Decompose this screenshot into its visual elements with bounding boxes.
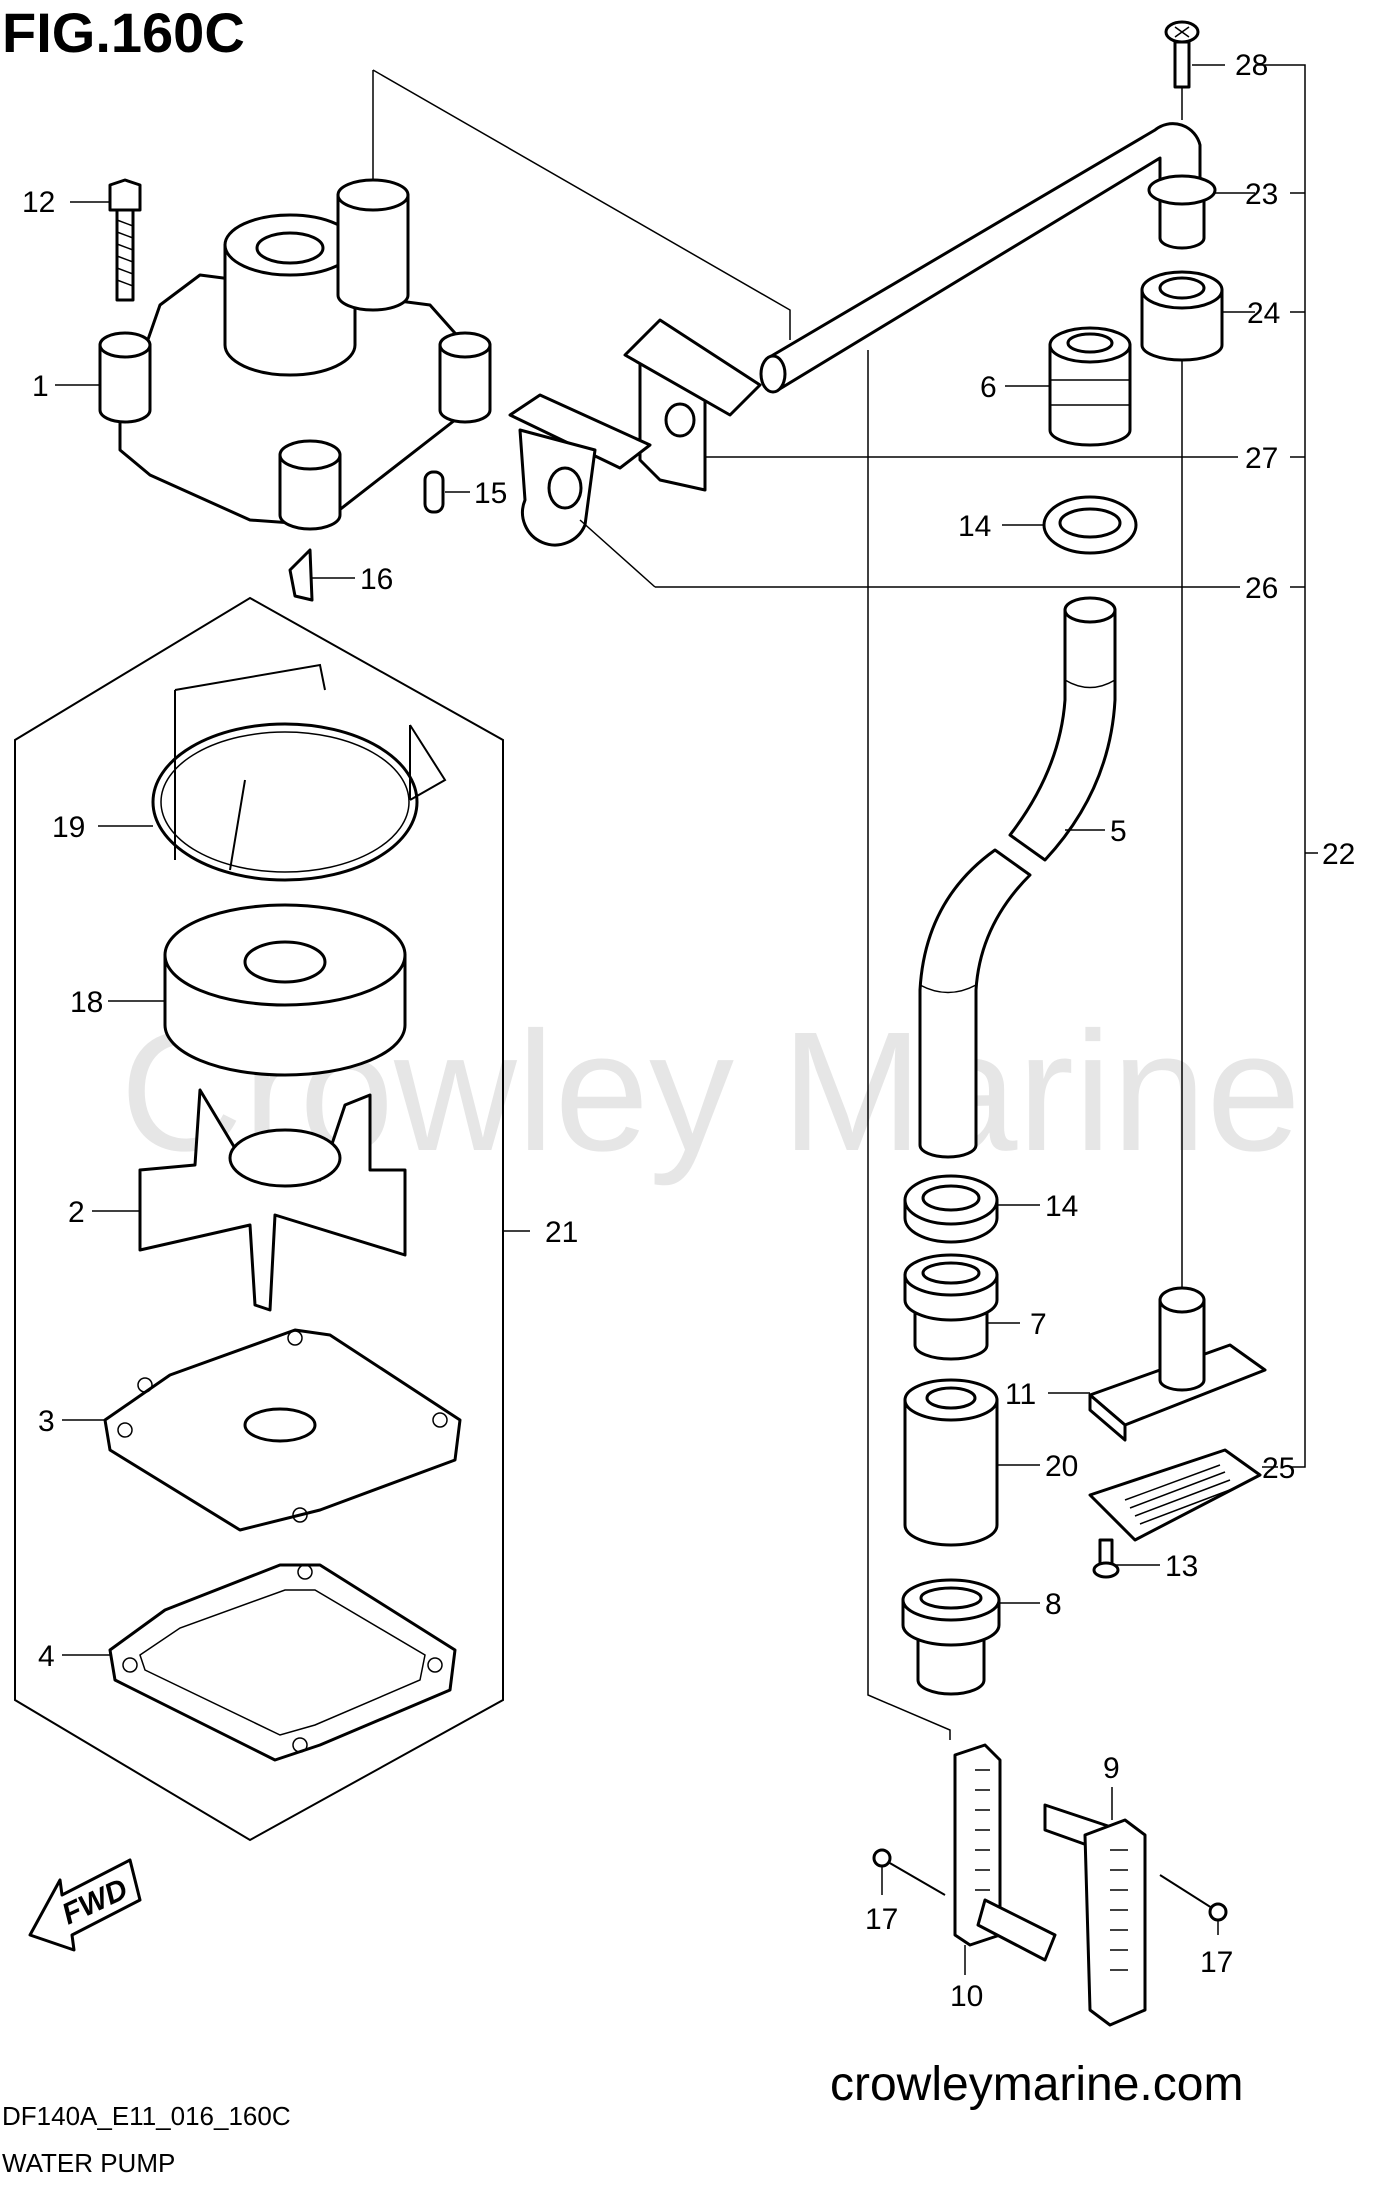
- part-17-screw-left: [872, 1848, 946, 1896]
- callout-12: 12: [22, 186, 55, 219]
- part-8-grommet: [901, 1578, 1001, 1696]
- part-26-clip: [508, 393, 652, 547]
- figure-title: FIG.160C: [2, 1, 245, 64]
- part-10-stay: [953, 1743, 1057, 1962]
- callout-17-right: 17: [1200, 1946, 1233, 1979]
- callout-13: 13: [1165, 1550, 1198, 1583]
- part-6-grommet: [1048, 326, 1132, 447]
- part-22-water-pipe: [759, 122, 1202, 394]
- callout-24: 24: [1247, 297, 1280, 330]
- part-12-bolt: [108, 178, 142, 302]
- callout-1: 1: [32, 370, 49, 403]
- part-9-stay: [1043, 1803, 1147, 2027]
- callout-22: 22: [1322, 838, 1355, 871]
- diagram-code: DF140A_E11_016_160C: [2, 2101, 291, 2131]
- callout-14-upper: 14: [958, 510, 991, 543]
- part-27-bracket: [623, 318, 762, 492]
- callout-17-left: 17: [865, 1903, 898, 1936]
- callout-9: 9: [1103, 1752, 1120, 1785]
- callout-11: 11: [1005, 1378, 1036, 1411]
- part-11-strainer-holder: [1088, 1286, 1267, 1442]
- callout-8: 8: [1045, 1588, 1062, 1621]
- part-4-gasket: [108, 1563, 457, 1762]
- part-23-grommet: [1147, 174, 1217, 250]
- part-28-screw: [1164, 20, 1200, 89]
- part-13-screw: [1092, 1538, 1120, 1579]
- part-19-wire-ring: [151, 663, 447, 882]
- fwd-arrow-icon: FWD: [28, 1858, 142, 1952]
- kit-21-outline: [14, 596, 504, 1842]
- website-link[interactable]: crowleymarine.com: [830, 2058, 1243, 2111]
- callout-28: 28: [1235, 49, 1268, 82]
- part-5-water-tube: [918, 596, 1117, 1159]
- diagram-name: WATER PUMP: [2, 2148, 175, 2178]
- callout-3: 3: [38, 1405, 55, 1438]
- callout-26: 26: [1245, 572, 1278, 605]
- part-3-pump-plate: [103, 1328, 462, 1532]
- callout-10: 10: [950, 1980, 983, 2013]
- part-14-washer-lower: [903, 1174, 999, 1244]
- callout-4: 4: [38, 1640, 55, 1673]
- part-18-liner: [163, 903, 407, 1077]
- callout-23: 23: [1245, 178, 1278, 211]
- callout-16: 16: [360, 563, 393, 596]
- part-25-strainer: [1088, 1448, 1262, 1542]
- part-14-washer-upper: [1042, 495, 1138, 555]
- part-17-screw-right: [1159, 1874, 1228, 1922]
- callout-2: 2: [68, 1196, 85, 1229]
- callout-14-lower: 14: [1045, 1190, 1078, 1223]
- callout-27: 27: [1245, 442, 1278, 475]
- callout-18: 18: [70, 986, 103, 1019]
- callout-15: 15: [474, 477, 507, 510]
- callout-20: 20: [1045, 1450, 1078, 1483]
- callout-7: 7: [1030, 1308, 1047, 1341]
- callout-5: 5: [1110, 815, 1127, 848]
- kit-22-bracket-left: [372, 69, 791, 340]
- part-20-sleeve: [903, 1378, 999, 1547]
- part-2-impeller: [138, 1088, 407, 1312]
- callout-25: 25: [1262, 1452, 1295, 1485]
- callout-21: 21: [545, 1216, 578, 1249]
- part-7-grommet: [903, 1253, 999, 1361]
- callout-6: 6: [980, 371, 997, 404]
- part-16-key: [288, 548, 314, 602]
- leader-lines: [55, 64, 1318, 1975]
- part-24-grommet: [1140, 270, 1224, 362]
- kit-22-vertical-line: [867, 350, 951, 1740]
- callout-19: 19: [52, 811, 85, 844]
- part-1-pump-case: [98, 178, 492, 531]
- part-15-dowel-pin: [423, 470, 445, 514]
